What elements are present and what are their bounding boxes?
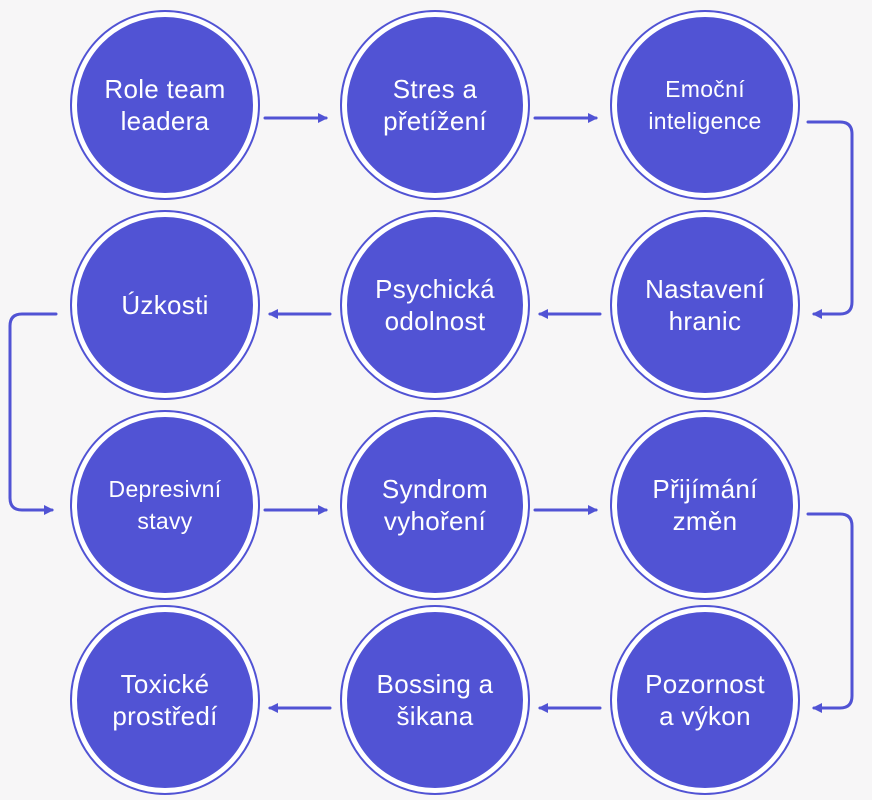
node-label: Úzkosti [121, 290, 209, 320]
arrow-n3-to-n4 [806, 120, 854, 319]
arrow-n6-to-n7 [8, 312, 58, 515]
node-uzkosti: Úzkosti [72, 212, 258, 398]
arrow-n9-to-n10 [806, 512, 854, 713]
